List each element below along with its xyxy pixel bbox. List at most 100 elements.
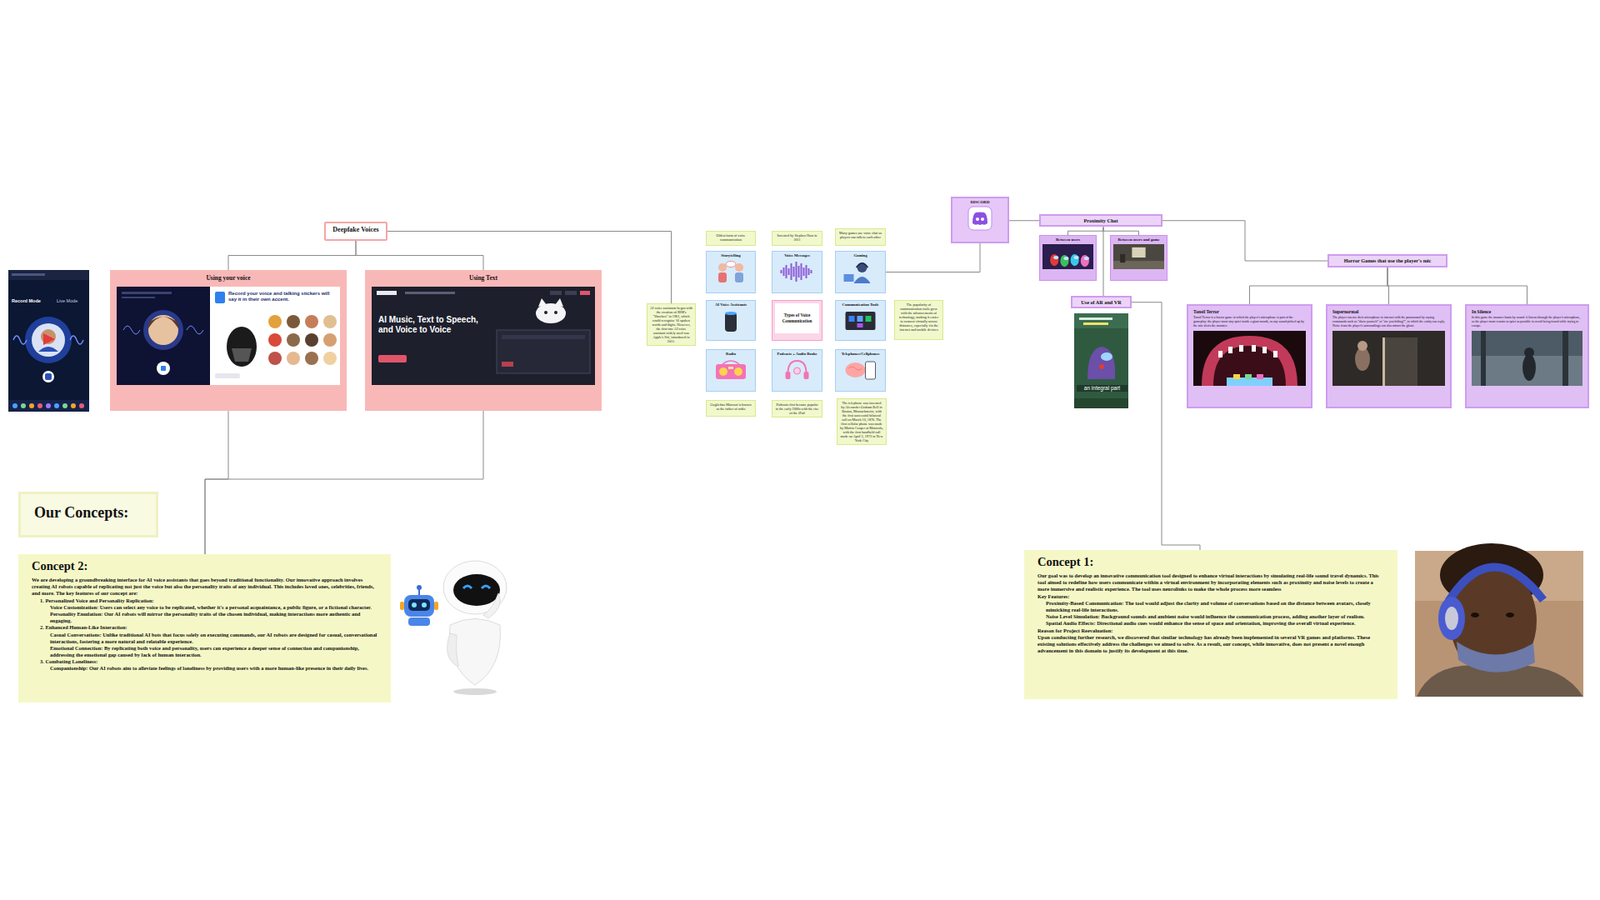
illustration-part <box>1060 255 1069 267</box>
game-card: Tonsil TerrorTonsil Terror is a horror g… <box>1186 304 1313 409</box>
headphones-photo-part <box>1505 612 1515 618</box>
concept-box: Concept 2:We are developing a groundbrea… <box>18 554 391 703</box>
eve-robot-part <box>483 593 500 619</box>
robot-icon-part <box>416 585 422 590</box>
illustration <box>1332 330 1445 386</box>
robot-icon-part <box>434 601 439 610</box>
node-body: Noise Level Simulation: Background sound… <box>1037 613 1385 620</box>
node-heading: Between users and game <box>1113 237 1165 243</box>
illustration <box>1193 330 1306 386</box>
headphones-photo-part <box>1438 596 1465 640</box>
topic-box: Telephones/Cellphones <box>835 349 886 392</box>
eve-robot-part <box>453 574 500 606</box>
topic-icon-part <box>844 274 855 282</box>
illustration-part <box>1273 350 1278 358</box>
screenshot-art-part <box>268 351 282 365</box>
screenshot-art-part <box>538 298 564 307</box>
game-card: In SilenceIn this game the monster hunts… <box>1465 304 1590 409</box>
label-text: an integral part <box>1076 385 1128 392</box>
node-heading: Gaming <box>836 253 885 259</box>
central-topic-box: Types of Voice Communication <box>771 300 823 341</box>
screenshot-art-part <box>160 365 166 371</box>
screenshot <box>371 286 595 385</box>
node-heading: Radio <box>707 351 755 357</box>
topic-icon-part <box>865 315 872 322</box>
topic-icon-part <box>803 267 805 276</box>
phone-screenshot-part <box>42 370 55 383</box>
node-heading: Guglielmo Marconi is known as the father… <box>709 402 753 411</box>
illustration-part <box>1357 340 1368 351</box>
phone-screenshot-part <box>70 335 84 345</box>
topic-box: Gaming <box>835 250 886 294</box>
screenshot-art-part <box>378 355 407 363</box>
headphones-photo <box>1415 543 1584 697</box>
node-heading: Concept 2: <box>31 559 378 574</box>
robot-icon-part <box>400 601 405 610</box>
illustration-part <box>1131 247 1145 258</box>
screenshot-art-part <box>501 361 514 367</box>
connector <box>1162 220 1328 261</box>
connector <box>885 243 980 273</box>
phone-screenshot-part <box>62 403 68 409</box>
topic-box: Podcasts + Audio Books <box>771 349 823 392</box>
node-heading: Use of AR and VR <box>1075 299 1127 305</box>
topic-icon-part <box>725 312 737 332</box>
illustration-part <box>1063 256 1069 260</box>
topic-icon-part <box>856 263 869 268</box>
topic-icon <box>773 260 821 284</box>
illustration-part <box>1053 255 1059 260</box>
topic-icon-part <box>718 263 727 272</box>
illustration-part <box>972 212 988 226</box>
eve-robot <box>443 560 507 695</box>
phone-screenshot-part <box>8 270 90 412</box>
illustration-part <box>1251 345 1256 352</box>
illustration-part <box>968 206 992 230</box>
topic-icon-part <box>849 366 863 370</box>
screenshot-art-part <box>286 315 300 329</box>
screenshot-art-part <box>143 310 184 350</box>
robot-icon <box>400 585 439 626</box>
topic-icon-part <box>728 366 734 370</box>
phone-screenshot-part <box>70 403 76 409</box>
topic-icon-part <box>798 265 800 278</box>
phone-screenshot-part <box>29 403 35 409</box>
topic-box: Storytelling <box>705 250 756 294</box>
screenshot-art-part <box>305 315 319 329</box>
headphones-photo-part <box>1445 606 1459 630</box>
connector <box>1250 267 1389 305</box>
topic-icon-part <box>865 361 876 380</box>
illustration-part <box>1332 330 1445 386</box>
topic-box: Voice Messages <box>771 250 823 294</box>
topic-icon <box>707 260 755 284</box>
panel-box: Using Text <box>365 270 602 411</box>
connector <box>1009 220 1040 221</box>
node-heading: The telephone was invented by Alexander … <box>840 400 884 443</box>
connector <box>355 240 484 270</box>
illustration-part <box>975 217 980 221</box>
node-body: Personality Emulation: Our AI robots wil… <box>31 610 378 625</box>
illustration-part <box>1213 345 1286 386</box>
topic-icon-part <box>718 272 727 283</box>
illustration-part <box>1239 345 1244 352</box>
note-box: AI voice assistants began with the creat… <box>646 303 696 346</box>
illustration-part <box>1120 254 1125 263</box>
topic-icon <box>707 358 755 382</box>
illustration-part <box>980 217 985 221</box>
topic-icon-part <box>857 323 864 328</box>
vr-game-screenshot-part <box>1074 398 1129 409</box>
topic-icon-part <box>785 371 791 380</box>
topic-icon-part <box>722 360 740 365</box>
screenshot-art-part <box>580 290 590 295</box>
phone-screenshot-part <box>45 403 51 409</box>
screenshot-art-part <box>323 315 337 329</box>
screenshot-art-part <box>186 325 204 335</box>
screenshot-art-part <box>286 333 300 347</box>
robot-icon-part <box>404 595 435 617</box>
robot-icon-part <box>408 599 430 611</box>
node-heading: Using Text <box>371 274 595 282</box>
node-heading: Concept 1: <box>1037 555 1385 570</box>
topic-icon-part <box>854 276 871 284</box>
connector <box>1103 226 1105 296</box>
eve-robot-part <box>481 585 490 589</box>
node-heading: Podcasts + Audio Books <box>773 351 821 357</box>
